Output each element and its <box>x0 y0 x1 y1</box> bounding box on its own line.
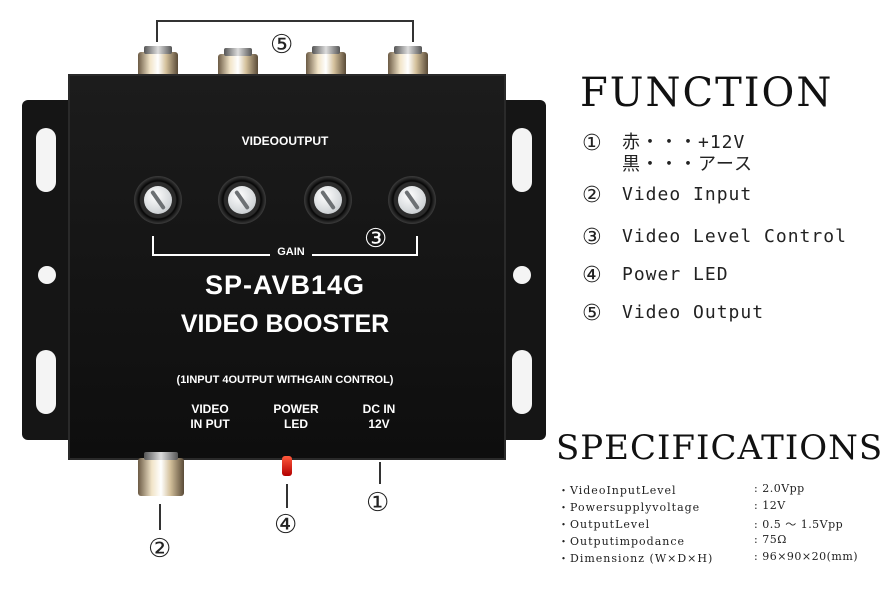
dc-in-label: DC IN 12V <box>362 402 396 431</box>
gain-bracket-left-bar <box>152 254 270 256</box>
left-bottom-mount-slot <box>36 350 56 414</box>
callout-video-output: ⑤ <box>270 30 294 60</box>
left-mount-hole <box>38 266 56 284</box>
callout-dc-in: ① <box>366 488 390 518</box>
video-input-label: VIDEO IN PUT <box>190 402 230 431</box>
gain-bracket-right-tick <box>416 236 418 256</box>
device-photo: ⑤ VIDEOOUTPUT GAIN ③ SP-AVB14G VIDEO BOO… <box>0 0 560 597</box>
callout-line-dc <box>379 462 381 484</box>
function-heading: FUNCTION <box>580 70 834 116</box>
product-subtitle: (1INPUT 4OUTPUT WITHGAIN CONTROL) <box>176 374 394 386</box>
gain-knob-3 <box>304 176 352 224</box>
gain-knob-4 <box>388 176 436 224</box>
output-bracket-top <box>156 20 414 22</box>
function-item-5: ⑤ Video Output <box>582 301 765 326</box>
power-led-label: POWER LED <box>273 402 319 431</box>
spec-row-dimensions: ・Dimensionz (W×D×H) : 96×90×20(mm) <box>558 550 859 565</box>
callout-gain: ③ <box>364 224 388 254</box>
callout-line-input <box>159 504 161 530</box>
output-bracket-right <box>412 20 414 42</box>
gain-bracket-left-tick <box>152 236 154 256</box>
function-item-1: ① 赤・・・+12V 黒・・・アース <box>582 131 754 176</box>
spec-row-output-impedance: ・Outputimpodance : 75Ω <box>558 533 787 548</box>
function-item-1-line1: 赤・・・+12V <box>622 132 746 153</box>
left-top-mount-slot <box>36 128 56 192</box>
right-bottom-mount-slot <box>512 350 532 414</box>
gain-label: GAIN <box>277 246 305 258</box>
spec-row-input-level: ・VideoInputLevel : 2.0Vpp <box>558 482 805 497</box>
function-item-2: ② Video Input <box>582 183 753 208</box>
gain-bracket-right-bar <box>312 254 418 256</box>
function-item-3: ③ Video Level Control <box>582 225 847 250</box>
power-led <box>282 456 292 476</box>
output-bracket-left <box>156 20 158 42</box>
model-number: SP-AVB14G <box>204 270 366 300</box>
gain-knob-2 <box>218 176 266 224</box>
video-input-jack <box>138 452 184 496</box>
spec-row-power-voltage: ・Powersupplyvoltage : 12V <box>558 499 786 514</box>
callout-video-input: ② <box>148 534 172 564</box>
booster-enclosure <box>68 74 506 460</box>
gain-knob-1 <box>134 176 182 224</box>
right-top-mount-slot <box>512 128 532 192</box>
right-mount-hole <box>513 266 531 284</box>
product-name: VIDEO BOOSTER <box>180 310 390 338</box>
video-output-label: VIDEOOUTPUT <box>241 134 329 148</box>
function-item-4: ④ Power LED <box>582 263 729 288</box>
callout-line-led <box>286 484 288 508</box>
specifications-heading: SPECIFICATIONS <box>556 428 884 468</box>
spec-row-output-level: ・OutputLevel : 0.5 〜 1.5Vpp <box>558 518 844 531</box>
callout-power-led: ④ <box>274 510 298 540</box>
function-item-1-line2: 黒・・・アース <box>622 154 754 175</box>
